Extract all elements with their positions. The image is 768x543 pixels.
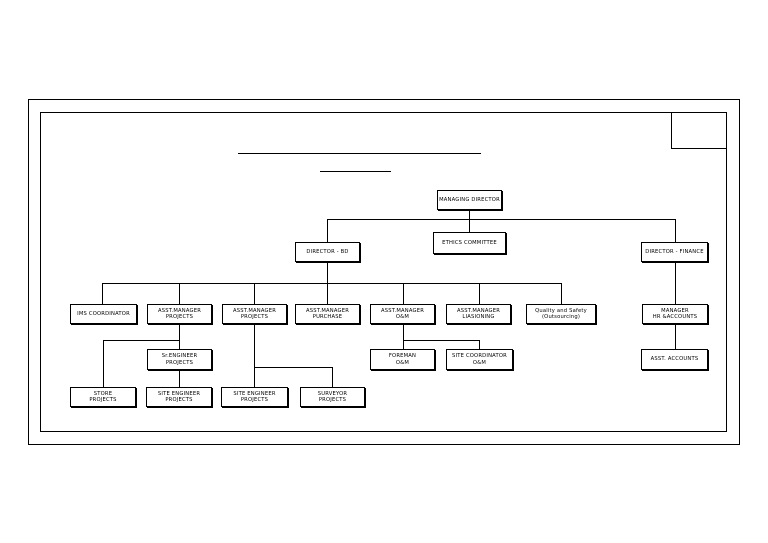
connector bbox=[103, 340, 104, 387]
title-underline bbox=[238, 153, 481, 154]
inner-frame bbox=[40, 112, 727, 432]
site-engineer-projects-box: SITE ENGINEER PROJECTS bbox=[146, 387, 212, 407]
title-block bbox=[671, 112, 727, 149]
connector bbox=[179, 283, 180, 304]
connector bbox=[675, 219, 676, 242]
site-engineer-projects-box: SITE ENGINEER PROJECTS bbox=[221, 387, 288, 407]
connector bbox=[179, 370, 180, 387]
connector bbox=[254, 367, 333, 368]
managing-director-box: MANAGING DIRECTOR bbox=[437, 190, 502, 210]
connector bbox=[561, 283, 562, 304]
quality-safety-box: Quality and Safety (Outsourcing) bbox=[526, 304, 596, 324]
connector bbox=[327, 262, 328, 283]
subtitle-underline bbox=[320, 171, 391, 172]
connector bbox=[254, 283, 255, 304]
outer-frame bbox=[28, 99, 740, 445]
connector bbox=[254, 324, 255, 387]
connector bbox=[179, 324, 180, 349]
connector bbox=[403, 340, 480, 341]
manager-hr-accounts-box: MANAGER HR &ACCOUNTS bbox=[642, 304, 708, 324]
asst-manager-purchase-box: ASST.MANAGER PURCHASE bbox=[295, 304, 360, 324]
foreman-om-box: FOREMAN O&M bbox=[370, 349, 435, 370]
connector bbox=[469, 210, 470, 219]
surveyor-projects-box: SURVEYOR PROJECTS bbox=[300, 387, 365, 407]
connector bbox=[403, 324, 404, 349]
connector bbox=[479, 340, 480, 349]
asst-manager-om-box: ASST.MANAGER O&M bbox=[370, 304, 435, 324]
connector bbox=[479, 283, 480, 304]
ethics-committee-box: ETHICS COMMITTEE bbox=[433, 232, 506, 254]
site-coordinator-om-box: SITE COORDINATOR O&M bbox=[446, 349, 513, 370]
connector bbox=[102, 283, 561, 284]
connector bbox=[327, 283, 328, 304]
asst-manager-projects-box: ASST.MANAGER PROJECTS bbox=[147, 304, 212, 324]
connector bbox=[469, 219, 470, 232]
asst-accounts-box: ASST. ACCOUNTS bbox=[641, 349, 708, 370]
asst-manager-liasioning-box: ASST.MANAGER LIASIONING bbox=[446, 304, 511, 324]
connector bbox=[675, 324, 676, 349]
store-projects-box: STORE PROJECTS bbox=[70, 387, 136, 407]
director-bd-box: DIRECTOR - BD bbox=[295, 242, 360, 262]
connector bbox=[327, 219, 676, 220]
director-finance-box: DIRECTOR - FINANCE bbox=[641, 242, 708, 262]
connector bbox=[103, 340, 180, 341]
connector bbox=[327, 219, 328, 242]
connector bbox=[403, 283, 404, 304]
sr-engineer-projects-box: Sr.ENGINEER PROJECTS bbox=[147, 349, 212, 370]
connector bbox=[102, 283, 103, 304]
ims-coordinator-box: IMS COORDINATOR bbox=[70, 304, 137, 324]
connector bbox=[675, 262, 676, 304]
asst-manager-projects-box: ASST.MANAGER PROJECTS bbox=[222, 304, 287, 324]
connector bbox=[332, 367, 333, 387]
